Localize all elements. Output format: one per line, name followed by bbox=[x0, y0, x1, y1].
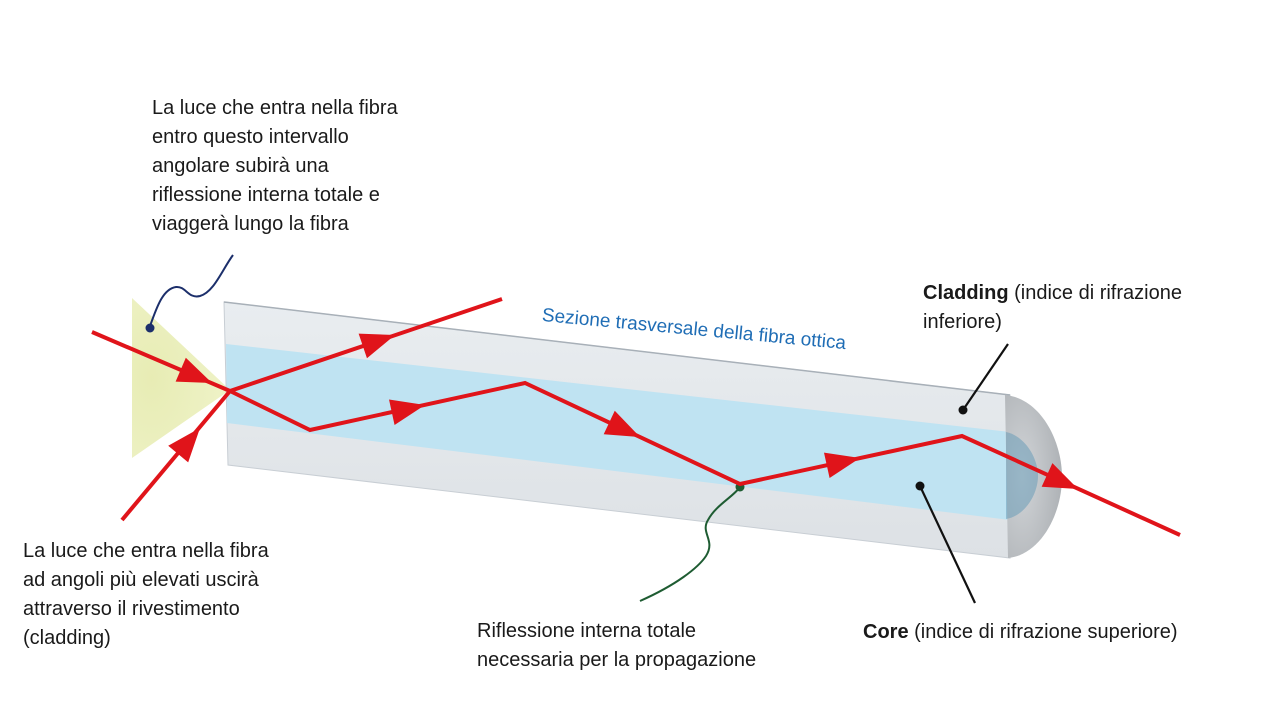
arrowhead-exit bbox=[1041, 463, 1078, 489]
arrowhead-guided-2 bbox=[603, 410, 640, 437]
escape-label-line: attraverso il rivestimento bbox=[23, 598, 240, 620]
acceptance-label-line: entro questo intervallo bbox=[152, 126, 349, 148]
acceptance-label-line: viaggerà lungo la fibra bbox=[152, 213, 349, 235]
cladding-leader-dot bbox=[958, 405, 968, 415]
escape-angle-label: La luce che entra nella fibra ad angoli … bbox=[23, 537, 269, 653]
acceptance-label-line: La luce che entra nella fibra bbox=[152, 97, 398, 119]
arrowhead-incoming bbox=[175, 357, 212, 383]
acceptance-label-line: angolare subirà una bbox=[152, 155, 329, 177]
acceptance-label-line: riflessione interna totale e bbox=[152, 184, 380, 206]
escape-label-line: La luce che entra nella fibra bbox=[23, 540, 269, 562]
acceptance-leader-dot bbox=[145, 323, 155, 333]
core-label-desc: (indice di rifrazione superiore) bbox=[908, 621, 1178, 643]
total-internal-reflection-label: Riflessione interna totale necessaria pe… bbox=[477, 617, 756, 675]
core-label: Core (indice di rifrazione superiore) bbox=[863, 618, 1178, 647]
cladding-top-edge bbox=[223, 301, 1011, 396]
cladding-label-desc: (indice di rifrazione bbox=[1008, 282, 1182, 304]
arrowhead-steep bbox=[168, 428, 200, 463]
tir-leader-line bbox=[639, 486, 741, 602]
ray-arrowheads bbox=[168, 333, 1078, 489]
core-label-term: Core bbox=[863, 621, 909, 643]
acceptance-angle-label: La luce che entra nella fibra entro ques… bbox=[152, 94, 398, 239]
core-leader-line bbox=[919, 485, 976, 604]
arrowhead-guided-1 bbox=[389, 399, 425, 425]
tir-label-line: Riflessione interna totale bbox=[477, 620, 697, 642]
cladding-label-line-2: inferiore) bbox=[923, 311, 1002, 333]
cladding-label-line-1: Cladding (indice di rifrazione bbox=[923, 279, 1182, 308]
core-leader-dot bbox=[915, 481, 925, 491]
escape-label-line: ad angoli più elevati uscirà bbox=[23, 569, 259, 591]
cladding-label-term: Cladding bbox=[923, 282, 1009, 304]
escape-label-line: (cladding) bbox=[23, 627, 111, 649]
core-end-face bbox=[1006, 432, 1038, 519]
arrowhead-guided-3 bbox=[824, 452, 860, 478]
cladding-label: Cladding (indice di rifrazione inferiore… bbox=[923, 279, 1182, 337]
arrowhead-escaping bbox=[358, 333, 395, 359]
acceptance-leader-line bbox=[149, 254, 234, 327]
ray-incoming-steep bbox=[120, 389, 232, 522]
cladding-leader-line bbox=[962, 343, 1009, 411]
tir-label-line: necessaria per la propagazione bbox=[477, 649, 757, 671]
